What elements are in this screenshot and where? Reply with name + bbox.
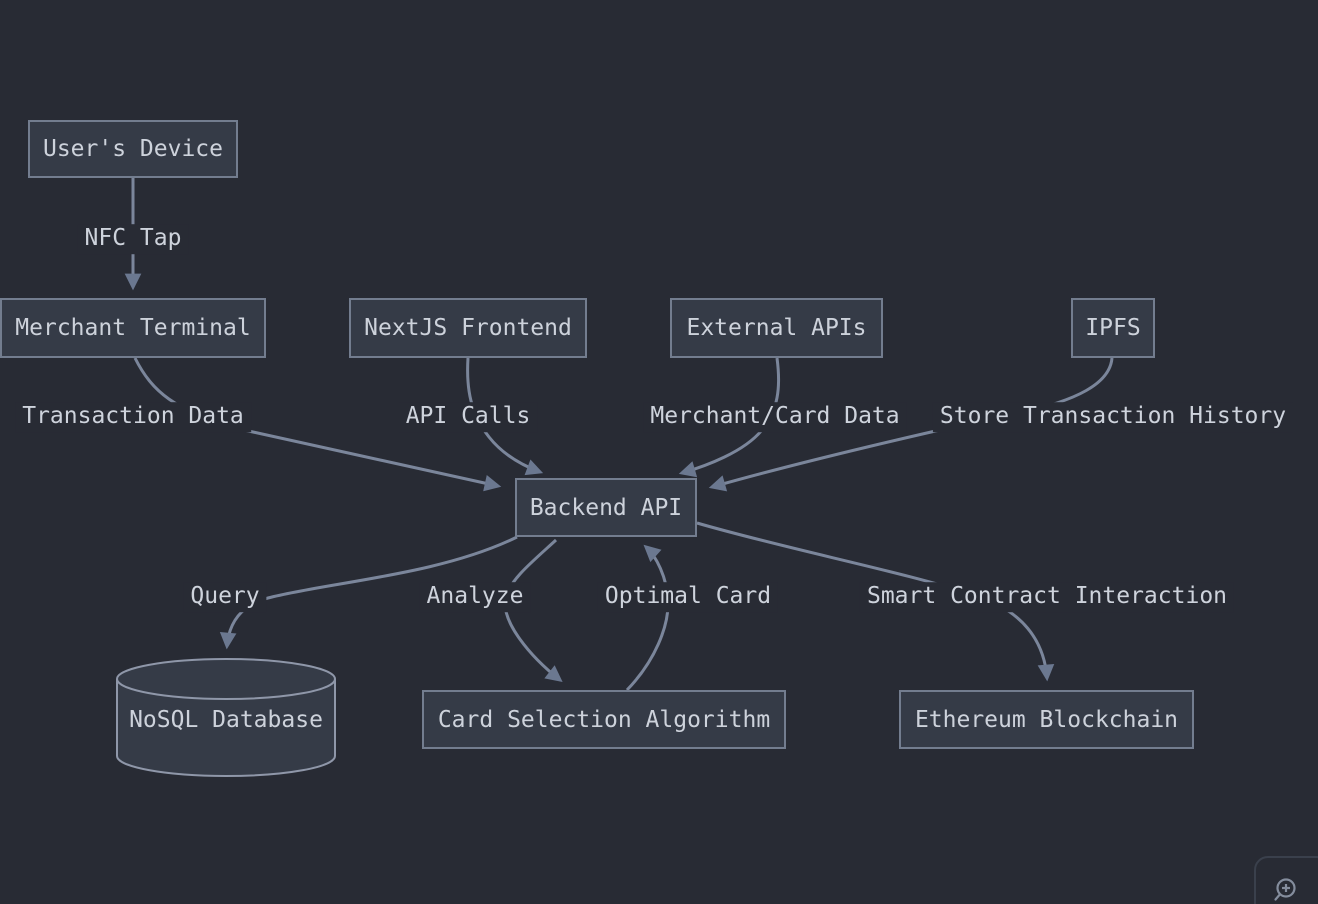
node-ipfs-label: IPFS: [1085, 315, 1141, 341]
zoom-in-button[interactable]: [1254, 856, 1318, 904]
edge-optimal-card: [625, 544, 670, 692]
node-backend-api: Backend API: [515, 478, 697, 537]
node-merchant-terminal: Merchant Terminal: [0, 298, 266, 358]
edge-label-transaction-data: Transaction Data: [15, 402, 251, 432]
edge-label-smart-contract: Smart Contract Interaction: [859, 582, 1235, 612]
node-card-selection-algorithm: Card Selection Algorithm: [422, 690, 786, 749]
node-ethereum-blockchain: Ethereum Blockchain: [899, 690, 1194, 749]
node-users-device: User's Device: [28, 120, 238, 178]
node-nosql-database: NoSQL Database: [115, 657, 337, 779]
edge-label-optimal-card: Optimal Card: [597, 582, 779, 612]
edge-label-nfc-tap: NFC Tap: [77, 224, 189, 254]
node-nextjs-frontend: NextJS Frontend: [349, 298, 587, 358]
node-external-apis-label: External APIs: [686, 315, 867, 341]
node-backend-api-label: Backend API: [529, 494, 683, 521]
edge-label-store-transaction-history: Store Transaction History: [932, 402, 1294, 432]
database-cylinder-icon: [116, 658, 336, 777]
edge-query: [219, 535, 518, 650]
edge-label-query: Query: [183, 582, 267, 612]
edge-api-calls: [466, 357, 544, 476]
node-ethereum-blockchain-label: Ethereum Blockchain: [914, 706, 1179, 733]
edge-label-merchant-card-data: Merchant/Card Data: [643, 402, 907, 432]
node-users-device-label: User's Device: [42, 136, 223, 162]
node-nosql-database-label: NoSQL Database: [129, 707, 323, 733]
magnifier-plus-icon: [1274, 878, 1296, 901]
node-merchant-terminal-label: Merchant Terminal: [15, 315, 251, 341]
edge-label-api-calls: API Calls: [398, 402, 538, 432]
node-external-apis: External APIs: [670, 298, 883, 358]
node-nextjs-frontend-label: NextJS Frontend: [364, 315, 572, 341]
node-ipfs: IPFS: [1071, 298, 1155, 358]
node-card-selection-algorithm-label: Card Selection Algorithm: [437, 706, 771, 733]
edge-label-analyze: Analyze: [419, 582, 531, 612]
